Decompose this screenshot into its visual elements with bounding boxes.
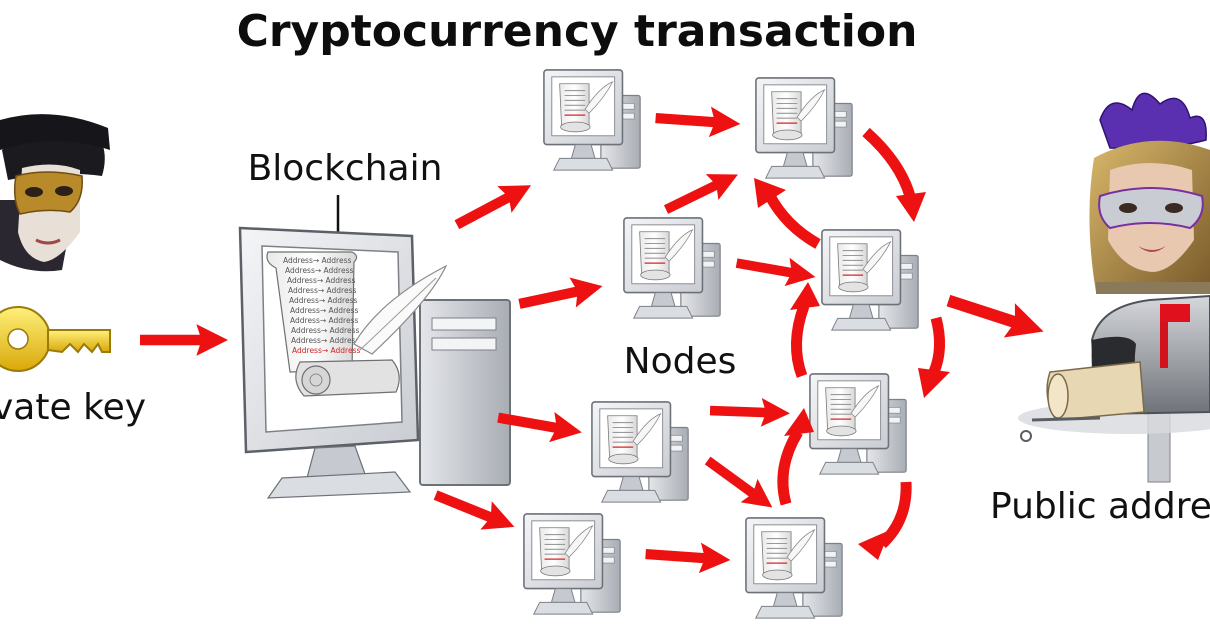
node-computer-icon — [543, 69, 641, 171]
arrow-blockchain-to-node-1 — [449, 171, 539, 239]
node-computer-icon — [745, 517, 843, 619]
masked-receiver-icon — [1089, 92, 1210, 294]
arrowhead-node-4-up — [790, 282, 820, 310]
node-computer-icon — [591, 401, 689, 503]
mailbox-icon — [1018, 294, 1210, 483]
arrow-node-3-to-node-2 — [659, 161, 745, 223]
blockchain-label: Blockchain — [248, 148, 443, 189]
public-address-label: Public addre — [990, 486, 1210, 527]
arrow-node-4-to-node-2-path — [765, 193, 821, 249]
arrow-node-6-to-node-5 — [709, 396, 791, 428]
ledger-entry: Address→ Address — [290, 306, 358, 315]
arrow-node-5-to-node-8-path — [878, 481, 912, 549]
ledger-entry: Address→ Address — [291, 336, 359, 345]
arrow-node-2-to-node-4-path — [862, 127, 916, 198]
ledger-entry: Address→ Address — [290, 316, 358, 325]
ledger-entry-new: Address→ Address — [292, 346, 360, 355]
node-computer-icon — [523, 513, 621, 615]
arrowhead-node-4 — [896, 192, 926, 222]
private-key-icon — [0, 306, 111, 372]
ledger-entry: Address→ Address — [289, 296, 357, 305]
arrow-node-7-to-node-8 — [644, 538, 732, 576]
arrow-node-3-to-node-4 — [734, 248, 818, 292]
blockchain-computer-icon: Address→ Address Address→ Address Addres… — [238, 226, 511, 499]
arrow-node-4-to-public-address — [942, 283, 1050, 349]
arrowhead-node-8 — [858, 530, 890, 560]
node-computer-icon — [755, 77, 853, 179]
arrowhead-node-5 — [918, 368, 950, 398]
arrowhead-node-5-up — [784, 408, 814, 436]
arrowhead-node-2 — [754, 178, 786, 208]
arrow-node-8-to-node-5-path — [777, 429, 803, 506]
ledger-entry: Address→ Address — [287, 276, 355, 285]
masked-sender-icon — [0, 114, 110, 272]
node-computer-icon — [809, 373, 907, 475]
ledger-entry: Address→ Address — [288, 286, 356, 295]
arrow-node-6-to-node-8 — [699, 448, 781, 520]
curved-arrowheads — [754, 178, 950, 560]
ledger-entry: Address→ Address — [283, 256, 351, 265]
arrow-blockchain-to-node-2 — [516, 271, 606, 319]
ledger-entry: Address→ Address — [285, 266, 353, 275]
private-key-label: vate key — [0, 387, 146, 428]
nodes-label: Nodes — [624, 341, 737, 382]
arrow-blockchain-to-node-4 — [429, 480, 521, 542]
node-computer-icon — [821, 229, 919, 331]
arrow-key-to-blockchain — [140, 324, 228, 356]
arrow-node-5-to-node-4-path — [790, 304, 810, 378]
curved-arrows — [765, 127, 945, 549]
arrow-node-4-to-node-5-path — [928, 316, 945, 375]
node-computer-icon — [623, 217, 721, 319]
ledger-entry: Address→ Address — [291, 326, 359, 335]
arrow-node-1-to-node-2 — [654, 102, 742, 140]
diagram-title: Cryptocurrency transaction — [237, 6, 918, 57]
